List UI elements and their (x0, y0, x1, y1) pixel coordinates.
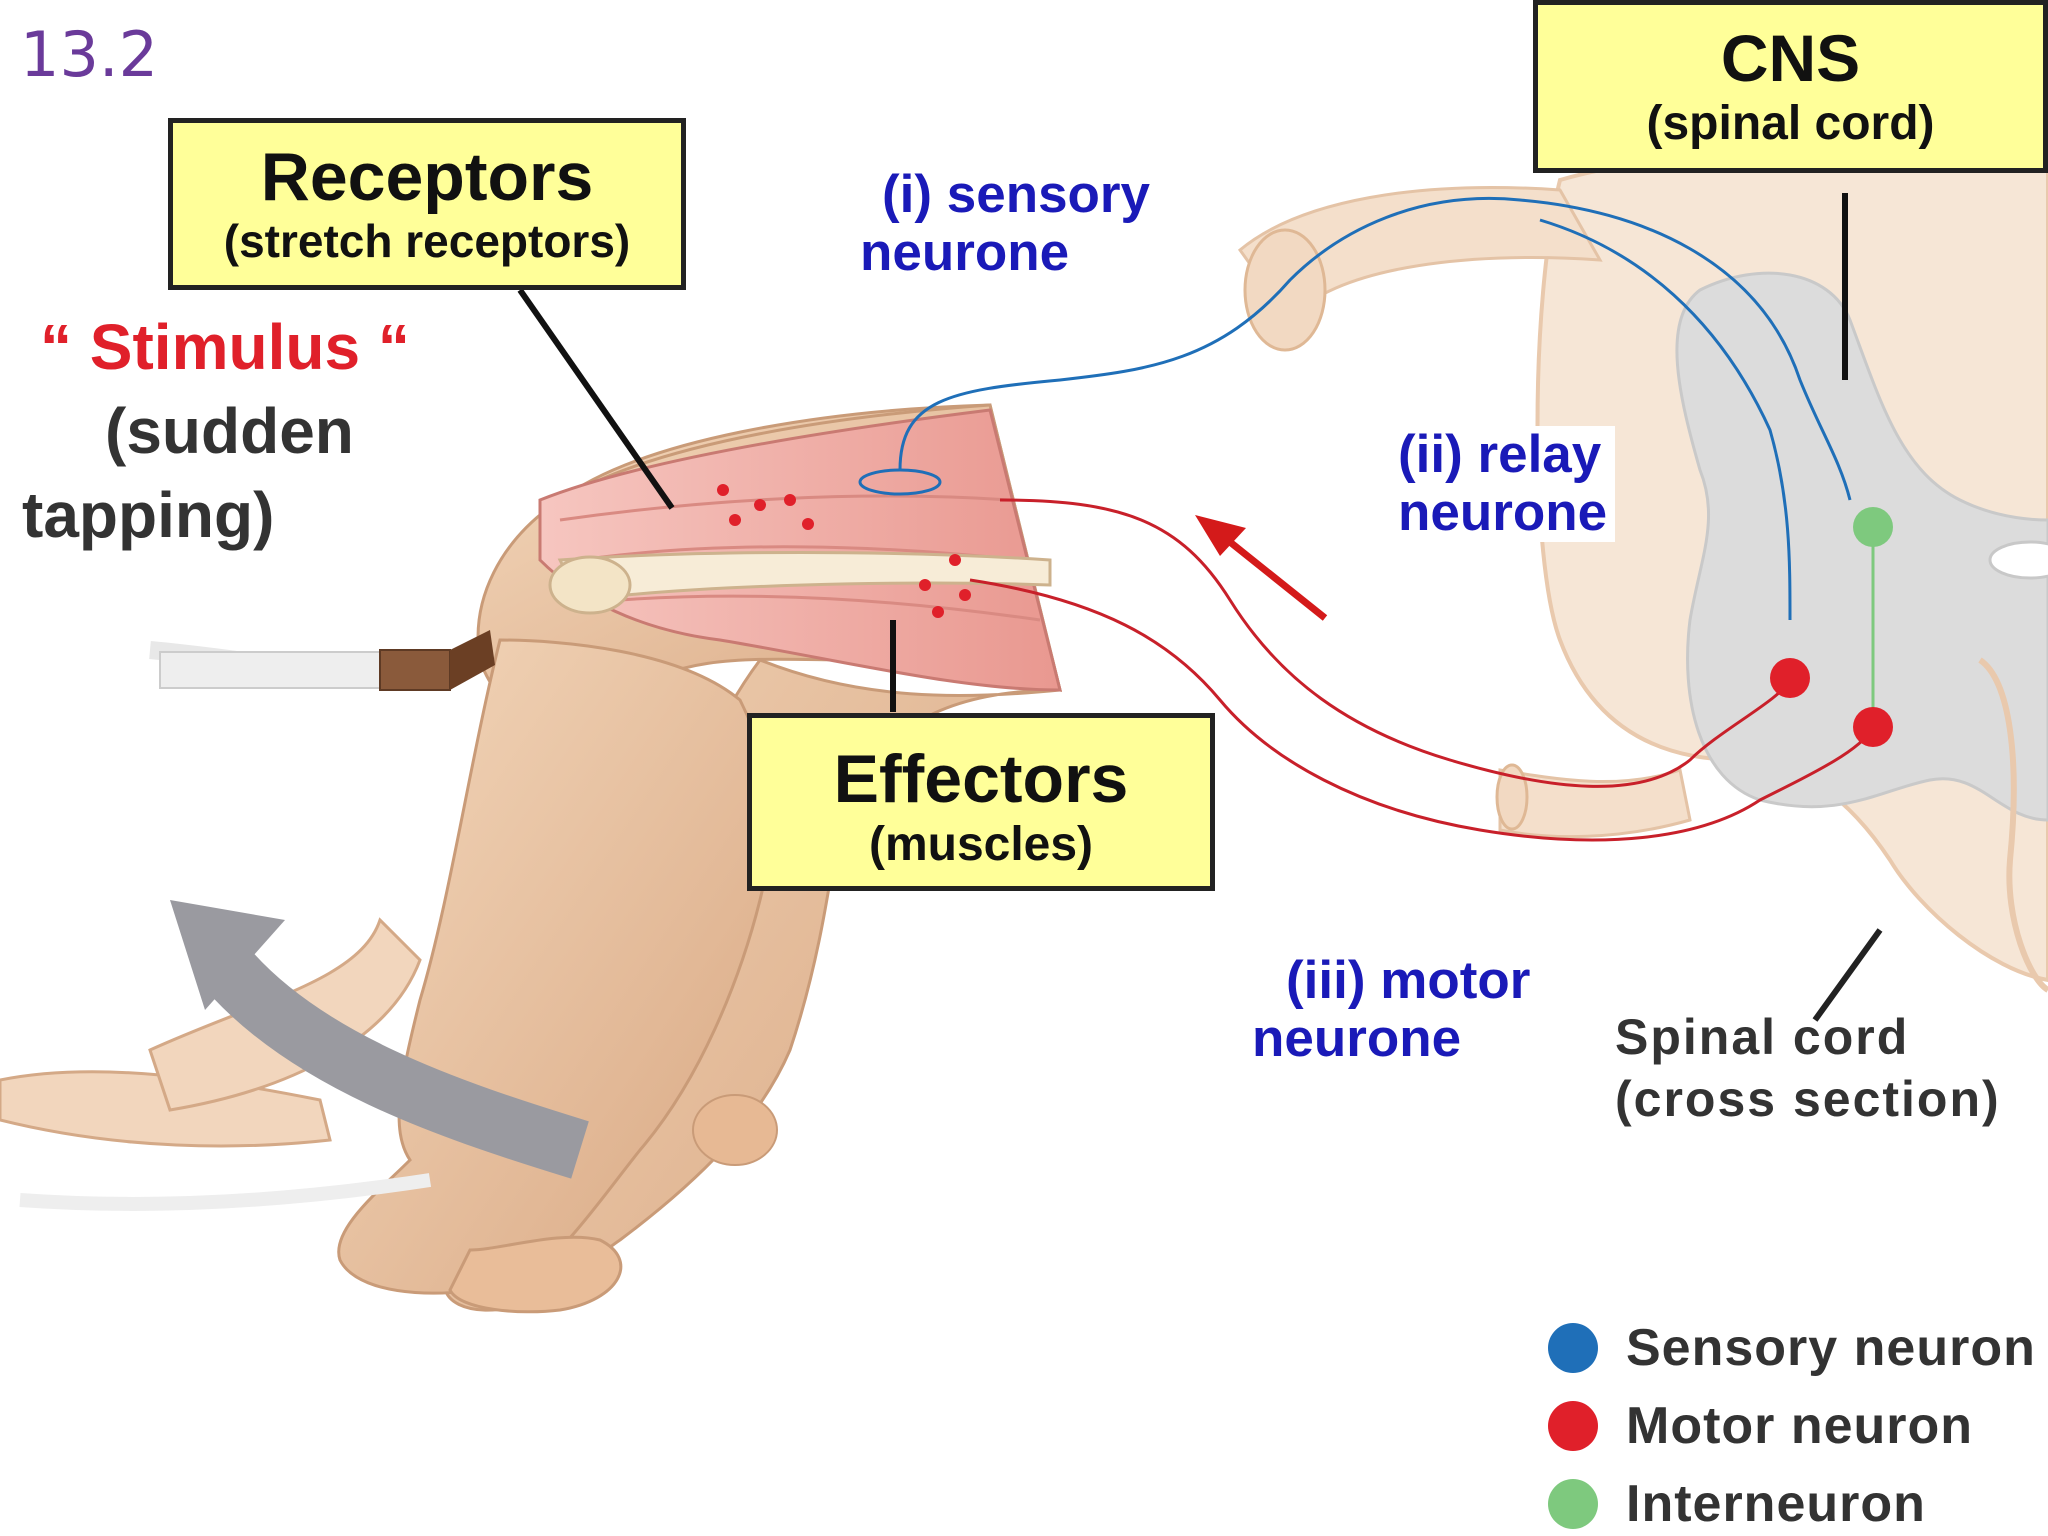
stimulus-line1: (sudden (105, 395, 354, 467)
neuron-cell-bodies (1770, 507, 1893, 747)
spinal-cord-line2: (cross section) (1615, 1071, 2001, 1127)
stimulus-title: “ Stimulus “ (40, 311, 410, 383)
motor-neurone-label: (iii) motor neurone (1252, 952, 1530, 1068)
leader-lines (517, 193, 1848, 712)
slide-number: 13.2 (20, 18, 159, 91)
sensory-neurone-line2: neurone (860, 223, 1070, 282)
legend-label: Motor neuron (1626, 1397, 1974, 1455)
effectors-subtitle: (muscles) (868, 818, 1094, 871)
interneuron-dot-icon (1548, 1479, 1598, 1529)
effectors-box: Effectors (muscles) (747, 713, 1215, 891)
spinal-cord-label: Spinal cord (cross section) (1615, 1006, 2001, 1130)
sensory-neurone-label: (i) sensory neurone (860, 166, 1150, 282)
relay-neurone-label: (ii) relay neurone (1390, 425, 1616, 542)
motor-neurone-line1: (iii) motor (1286, 951, 1531, 1010)
thigh-muscle (538, 408, 1062, 692)
cns-subtitle: (spinal cord) (1646, 97, 1935, 150)
legend-item-interneuron: Interneuron (1548, 1474, 1926, 1534)
impulse-arrow (1195, 515, 1328, 621)
legend-item-motor: Motor neuron (1548, 1396, 1973, 1456)
spinal-cord-cross-section (1237, 150, 2048, 1022)
receptors-subtitle: (stretch receptors) (223, 215, 631, 267)
sensory-dot-icon (1548, 1323, 1598, 1373)
receptors-title: Receptors (260, 139, 594, 215)
legend-label: Interneuron (1626, 1475, 1926, 1533)
motor-neurone-line2: neurone (1252, 1009, 1462, 1068)
receptors-box: Receptors (stretch receptors) (168, 118, 686, 290)
neuron-pathways (898, 196, 1875, 842)
effectors-title: Effectors (833, 741, 1129, 817)
kick-direction-arrow (170, 900, 589, 1179)
relay-neurone-line1: (ii) relay (1398, 425, 1602, 484)
spinal-cord-line1: Spinal cord (1615, 1009, 1910, 1065)
cns-box: CNS (spinal cord) (1533, 0, 2048, 173)
motor-dot-icon (1548, 1401, 1598, 1451)
relay-neurone-line2: neurone (1398, 483, 1608, 542)
sensory-neurone-line1: (i) sensory (882, 165, 1151, 224)
reflex-hammer (159, 630, 495, 691)
stimulus-line2: tapping) (22, 479, 275, 551)
cns-title: CNS (1720, 21, 1861, 95)
legend-item-sensory: Sensory neuron (1548, 1318, 2036, 1378)
legend-label: Sensory neuron (1626, 1319, 2036, 1377)
